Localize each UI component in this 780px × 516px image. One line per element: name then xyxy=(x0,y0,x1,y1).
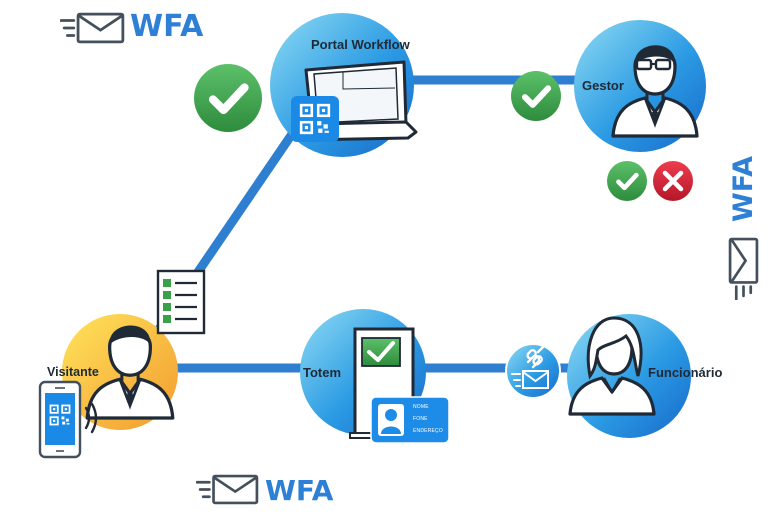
visitante-label: Visitante xyxy=(47,365,99,379)
badge-field-endereco: ENDEREÇO xyxy=(413,428,443,434)
funcionario-label: Funcionário xyxy=(648,365,723,380)
totem-label: Totem xyxy=(303,365,342,380)
id-card-icon xyxy=(370,396,450,444)
funcionario-person-icon xyxy=(568,316,656,416)
wfa-logo-text-top: WFA xyxy=(130,9,204,44)
wfa-logo-vertical xyxy=(728,237,759,300)
phone-icon xyxy=(38,380,98,459)
qr-code-icon xyxy=(291,96,339,142)
link-email-icon xyxy=(505,343,561,399)
gestor-label: Gestor xyxy=(582,78,624,93)
gestor-person-icon xyxy=(611,43,699,138)
approve-check-icon xyxy=(607,161,647,201)
gestor-line-check-icon xyxy=(511,71,561,121)
checklist-icon xyxy=(156,269,206,335)
badge-field-fone: FONE xyxy=(413,416,428,422)
badge-field-nome: NOME xyxy=(413,404,429,410)
wfa-logo-top xyxy=(60,12,125,44)
wfa-logo-text-vertical: WFA xyxy=(728,155,759,222)
wfa-logo-text-bottom: WFA xyxy=(265,474,334,507)
reject-close-icon xyxy=(653,161,693,201)
portal-approved-check-icon xyxy=(194,64,262,132)
wfa-logo-bottom xyxy=(196,474,259,505)
portal-workflow-label: Portal Workflow xyxy=(311,37,410,52)
